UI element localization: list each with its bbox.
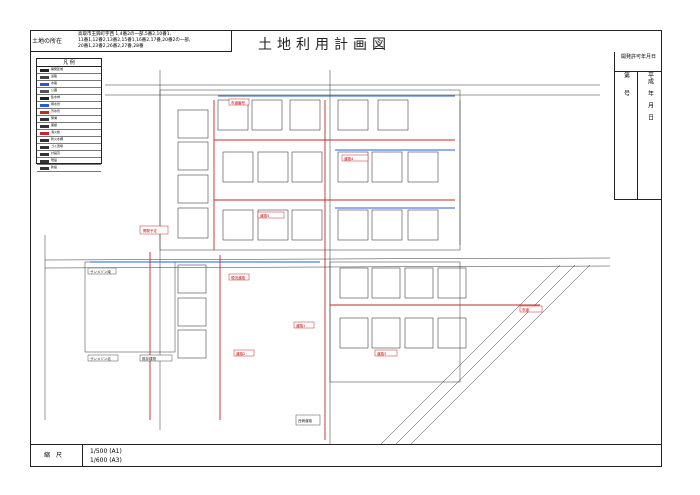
label-black-1: サンメゾン南 (90, 269, 111, 274)
black-labels: サンメゾン南 サンメゾン北 既存建物 西側道路 (87, 267, 321, 426)
label-red-6: 道路3 (377, 351, 386, 356)
label-black-4: 西側道路 (298, 418, 312, 423)
label-red-5: 道路2 (236, 351, 245, 356)
scale-line-1: 1/500 (A1) (90, 448, 122, 455)
approval-date-text: 平成 年 月 日 (646, 72, 654, 120)
legend-item: 道路 (37, 74, 101, 81)
legend-swatch (40, 110, 49, 114)
legend-item: 公園 (37, 88, 101, 95)
scale-label: 縮尺 (30, 445, 83, 467)
approval-number: 第 号 (615, 72, 638, 200)
approval-box: 開発許可年月日 第 号 平成 年 月 日 (614, 52, 662, 200)
label-red-8: 道路4 (344, 156, 354, 161)
legend-swatch (40, 152, 49, 156)
legend-item-label: 雨水管 (51, 102, 61, 106)
scale-box: 縮尺 1/500 (A1) 1/600 (A3) (30, 444, 662, 467)
legend-item-label: 消火栓 (51, 130, 61, 134)
label-red-7: 市道 (522, 307, 530, 312)
location-value: 高取市玉鉾町字西 1,4番2の一部,5番2,10番1, 11番1,12番2,13… (78, 32, 228, 50)
legend-item: 擁壁 (37, 123, 101, 130)
legend-swatch (40, 96, 49, 100)
location-box: 土地の所在 高取市玉鉾町字西 1,4番2の一部,5番2,10番1, 11番1,1… (30, 30, 232, 52)
legend-swatch (40, 82, 49, 86)
drawing-sheet (30, 30, 662, 467)
location-line-2: 11番1,12番2,13番2,15番1,16番2,17番,20番2の一部, (78, 38, 191, 43)
lots (177, 99, 467, 359)
legend-item: 汚水管 (37, 109, 101, 116)
legend-item-label: 道路 (51, 74, 58, 78)
label-red-2: 開発予定 (143, 228, 157, 233)
legend-item: 集水桝 (37, 95, 101, 102)
location-line-3: 20番1,23番2,26番2,27番,28番 (78, 44, 144, 49)
legend-item-label: 集水桝 (51, 95, 61, 99)
legend-item-label: 水路 (51, 81, 58, 85)
legend-item: ゴミ置場 (37, 144, 101, 151)
legend-item: 計画高 (37, 151, 101, 158)
legend-item: 側溝 (37, 116, 101, 123)
red-labels: 市道番号 開発予定 現況道路 道路1 道路2 道路3 市道 道路4 道路5 (139, 98, 543, 357)
legend-item-label: 汚水管 (51, 109, 61, 113)
legend-item-label: 開発区域 (51, 67, 64, 71)
legend: 凡 例 開発区域道路水路公園集水桝雨水管汚水管側溝擁壁消火栓防火水槽ゴミ置場計画… (36, 58, 102, 172)
legend-swatch (40, 166, 49, 170)
legend-swatch (40, 68, 49, 72)
legend-swatch (40, 117, 49, 121)
label-black-2: サンメゾン北 (90, 356, 111, 361)
label-black-3: 既存建物 (142, 356, 156, 361)
legend-item-label: ゴミ置場 (51, 144, 64, 148)
sewer-lines (149, 100, 540, 440)
label-red-9: 道路5 (260, 213, 269, 218)
legend-item-label: 新設 (51, 165, 58, 169)
plan-linework (44, 70, 611, 446)
label-red-1: 市道番号 (231, 100, 245, 105)
rain-lines (90, 95, 455, 263)
location-line-1: 高取市玉鉾町字西 1,4番2の一部,5番2,10番1, (78, 32, 172, 37)
legend-item: 開発区域 (37, 67, 101, 74)
legend-swatch (40, 89, 49, 93)
legend-item-label: 防火水槽 (51, 137, 64, 141)
scale-line-2: 1/600 (A3) (90, 457, 122, 464)
legend-item: 消火栓 (37, 130, 101, 137)
legend-swatch (40, 75, 49, 79)
scale-values: 1/500 (A1) 1/600 (A3) (90, 447, 122, 465)
legend-item-label: 公園 (51, 88, 58, 92)
legend-item: 既設 (37, 158, 101, 165)
legend-swatch (40, 138, 49, 142)
approval-date: 平成 年 月 日 (637, 72, 663, 200)
legend-item: 雨水管 (37, 102, 101, 109)
label-red-3: 現況道路 (231, 275, 245, 280)
legend-swatch (40, 159, 49, 163)
legend-swatch (40, 131, 49, 135)
label-red-4: 道路1 (296, 323, 305, 328)
page-title: 土地利用計画図 (258, 37, 391, 53)
legend-swatch (40, 124, 49, 128)
legend-item-label: 計画高 (51, 151, 61, 155)
legend-item-label: 既設 (51, 158, 58, 162)
approval-header: 開発許可年月日 (615, 52, 662, 72)
legend-item-label: 側溝 (51, 116, 58, 120)
legend-swatch (40, 145, 49, 149)
legend-rows: 開発区域道路水路公園集水桝雨水管汚水管側溝擁壁消火栓防火水槽ゴミ置場計画高既設新… (37, 67, 101, 172)
legend-swatch (40, 103, 49, 107)
location-label: 土地の所在 (32, 38, 63, 45)
approval-number-text: 第 号 (622, 72, 630, 96)
legend-item: 新設 (37, 165, 101, 172)
legend-item: 防火水槽 (37, 137, 101, 144)
legend-title: 凡 例 (37, 59, 101, 67)
legend-item-label: 擁壁 (51, 123, 58, 127)
legend-item: 水路 (37, 81, 101, 88)
